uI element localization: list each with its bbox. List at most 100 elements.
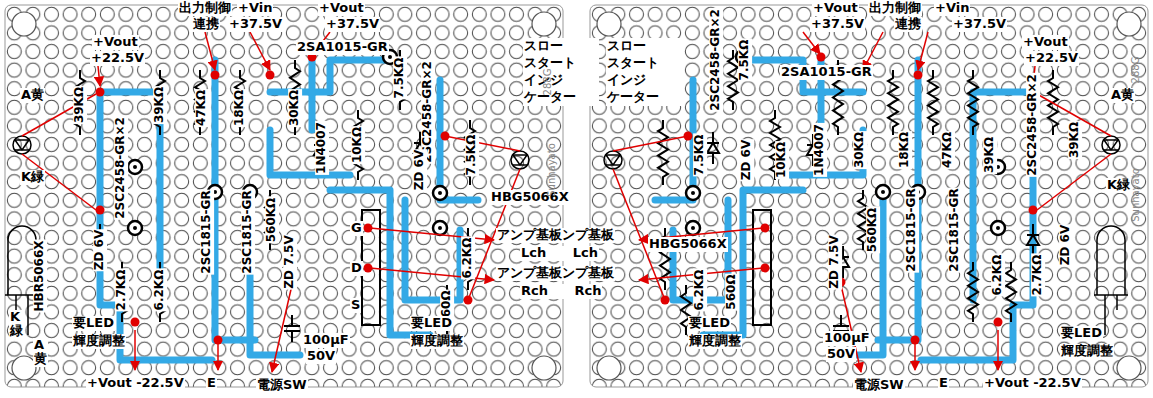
- watermark: Sunhayato: [546, 142, 558, 198]
- transistor-symbol: [433, 221, 447, 235]
- part-label: 18KΩ: [898, 131, 912, 169]
- part-label: 10KΩ: [351, 126, 365, 164]
- part-label: ZD 6V: [1059, 224, 1073, 266]
- part-label: 100μF: [302, 333, 350, 348]
- part-label: +22.5V: [90, 51, 145, 66]
- transistor-symbol: [388, 55, 392, 59]
- part-label: +Vout -22.5V: [983, 376, 1082, 391]
- part-label: 2SC2458-GR×2: [709, 8, 723, 112]
- part-label: 輝度調整: [688, 334, 742, 349]
- part-label: +Vin: [934, 1, 970, 16]
- part-label: +Vout: [92, 35, 139, 50]
- part-label: +Vout: [812, 1, 859, 16]
- part-label: 要LED: [1060, 326, 1103, 341]
- part-label: 10KΩ: [775, 141, 789, 179]
- part-label: 39KΩ: [153, 86, 167, 124]
- part-label: +22.5V: [1024, 51, 1079, 66]
- part-label: 2SC1815-GR: [241, 189, 255, 274]
- part-label: 2SC1815-GR: [200, 189, 214, 274]
- part-label: K緑: [20, 170, 45, 185]
- part-label: +37.5V: [228, 17, 283, 32]
- part-label: 560KΩ: [866, 207, 880, 254]
- perfboard: [590, 5, 1148, 387]
- part-label: 2SC2458-GR×2: [114, 116, 128, 220]
- part-label: 2SA1015-GR: [780, 65, 873, 80]
- part-label: アンプ基板ンプ基板: [496, 266, 615, 281]
- part-label: K緑: [9, 310, 24, 339]
- transistor-symbol: [433, 186, 447, 200]
- part-label: ZD 6V: [740, 139, 754, 181]
- transistor-symbol: [438, 226, 442, 230]
- transistor-symbol: [128, 221, 142, 235]
- leader-lines: [22, 32, 520, 372]
- part-label: 47KΩ: [195, 89, 209, 127]
- part-label: 出力制御: [868, 1, 922, 16]
- part-label: 要LED: [410, 316, 453, 331]
- part-label: 7.5KΩ: [465, 134, 479, 177]
- part-label: 6.2KΩ: [153, 269, 167, 312]
- part-label: S: [350, 298, 361, 313]
- part-label: 2SA1015-GR: [296, 40, 389, 55]
- part-label: 7.5KΩ: [693, 134, 707, 177]
- connector-symbol: [362, 210, 380, 325]
- part-label: HBR5066X: [33, 239, 47, 312]
- part-label: ZD 6V: [413, 149, 427, 191]
- part-label: 30KΩ: [853, 131, 867, 169]
- part-label: 2SC2458-GR×2: [1026, 73, 1040, 177]
- part-label: K緑: [1106, 178, 1131, 193]
- part-label: +Vout -22.5V: [86, 376, 185, 391]
- part-label: 電源SW: [853, 378, 905, 393]
- part-label: D: [350, 261, 363, 276]
- part-label: 6.2KΩ: [461, 237, 475, 280]
- terminal-dots: [96, 53, 473, 345]
- part-label: 2SC1815-GR: [905, 187, 919, 272]
- transistor-symbol: [128, 160, 142, 174]
- mount-holes: [12, 12, 1141, 380]
- part-label: 560KΩ: [265, 197, 279, 244]
- part-label: ZD 7.5V: [283, 234, 297, 289]
- part-label: 100μF: [823, 331, 871, 346]
- part-label: 7.5KΩ: [738, 39, 752, 82]
- part-label: 電源SW: [256, 378, 308, 393]
- part-label: アンプ基板ンプ基板: [496, 228, 615, 243]
- transistor-symbol: [133, 226, 137, 230]
- part-label: 連携: [894, 17, 922, 32]
- part-label: 50V: [826, 347, 856, 362]
- watermark: 288G: [542, 68, 554, 97]
- part-label: +Vout: [1022, 35, 1069, 50]
- part-label: +37.5V: [810, 17, 865, 32]
- part-label: 連携: [192, 17, 220, 32]
- part-label: 出力制御: [178, 1, 232, 16]
- part-label: 1N4007: [813, 123, 827, 177]
- part-label: ZD 6V: [93, 229, 107, 271]
- watermark: 288G: [1130, 56, 1142, 85]
- part-label: 6.2KΩ: [693, 269, 707, 312]
- watermark: Sunhayato: [1130, 167, 1142, 223]
- board-wiring: [5, 32, 529, 372]
- board-wiring-mirror: [604, 32, 1128, 372]
- part-label: 39KΩ: [73, 86, 87, 124]
- perfboard: [5, 5, 563, 387]
- led-symbol: [5, 136, 529, 335]
- part-label: +37.5V: [325, 17, 380, 32]
- part-label: +Vin: [237, 1, 273, 16]
- part-label: 輝度調整: [410, 334, 464, 349]
- part-label: +Vout: [318, 1, 365, 16]
- part-label: A黄: [1110, 88, 1135, 103]
- part-label: 2.7KΩ: [1031, 254, 1045, 297]
- part-label: 39KΩ: [1068, 121, 1082, 159]
- part-label: 1N4007: [315, 121, 329, 175]
- part-label: A黄: [20, 88, 45, 103]
- part-label: 39KΩ: [983, 136, 997, 174]
- part-label: 30KΩ: [288, 89, 302, 127]
- part-label: A黄: [33, 338, 48, 367]
- part-label: 2.7KΩ: [115, 269, 129, 312]
- part-label: スロー スタート インジ ケーター: [606, 38, 682, 106]
- transistor-symbol: [133, 165, 137, 169]
- part-label: E: [206, 376, 217, 391]
- part-label: 2SC1815-GR: [948, 187, 962, 272]
- part-label: 輝度調整: [72, 334, 126, 349]
- part-label: 要LED: [688, 316, 731, 331]
- part-label: 560Ω: [725, 273, 739, 310]
